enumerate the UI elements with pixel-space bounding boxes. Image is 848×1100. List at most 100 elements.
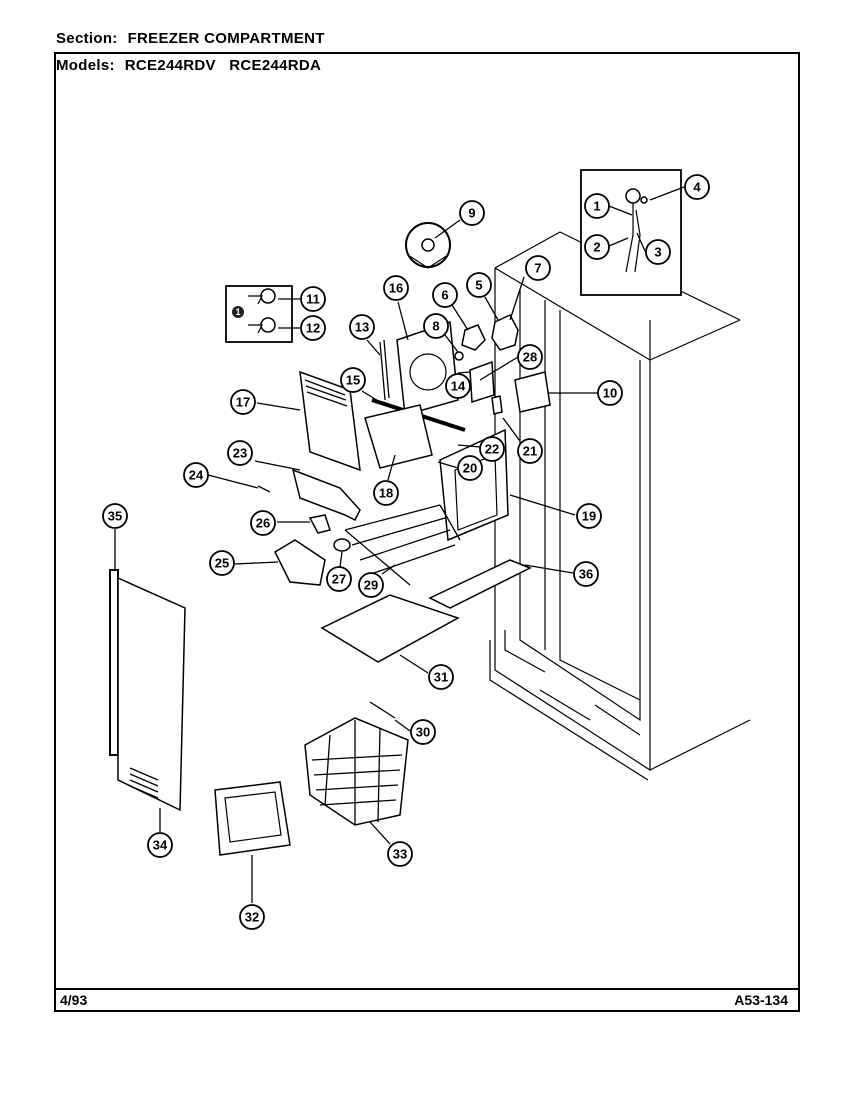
callout-23: 23 <box>227 440 253 466</box>
svg-text:10: 10 <box>603 386 617 401</box>
footer-divider <box>54 988 800 990</box>
svg-text:29: 29 <box>364 578 378 593</box>
svg-text:19: 19 <box>582 509 596 524</box>
callout-18: 18 <box>373 480 399 506</box>
part-32-dispenser <box>214 781 291 856</box>
ice-maker-assembly <box>454 314 519 415</box>
callout-7: 7 <box>525 255 551 281</box>
callout-35: 35 <box>102 503 128 529</box>
part-36-ice-tray <box>428 559 532 609</box>
part-17-panel <box>299 370 361 472</box>
diagram-frame <box>54 52 800 1012</box>
thermostat-detail <box>625 188 648 273</box>
svg-text:36: 36 <box>579 567 593 582</box>
callout-15: 15 <box>340 367 366 393</box>
part-31-shelf <box>320 594 460 663</box>
svg-text:27: 27 <box>332 572 346 587</box>
svg-text:18: 18 <box>379 486 393 501</box>
section-value: FREEZER COMPARTMENT <box>127 30 325 47</box>
callout-26: 26 <box>250 510 276 536</box>
svg-text:23: 23 <box>233 446 247 461</box>
svg-text:11: 11 <box>306 292 320 307</box>
leader-lines <box>114 186 685 903</box>
part-25 <box>274 539 326 586</box>
models-header: Models:RCE244RDV RCE244RDA <box>56 57 321 74</box>
callout-12: 12 <box>300 315 326 341</box>
callout-28: 28 <box>517 344 543 370</box>
hinge-pins <box>232 288 276 334</box>
part-10 <box>514 371 551 413</box>
callout-1: 1 <box>584 193 610 219</box>
callout-3: 3 <box>645 239 671 265</box>
callout-31: 31 <box>428 664 454 690</box>
part-34-panel <box>117 576 186 812</box>
svg-text:5: 5 <box>475 278 482 293</box>
models-value: RCE244RDV RCE244RDA <box>124 57 322 74</box>
callout-14: 14 <box>445 373 471 399</box>
svg-text:20: 20 <box>463 461 477 476</box>
part-23-bracket <box>291 468 361 522</box>
callout-6: 6 <box>432 282 458 308</box>
svg-text:12: 12 <box>306 321 320 336</box>
callout-30: 30 <box>410 719 436 745</box>
part-16-panel <box>396 320 459 416</box>
cabinet <box>489 231 751 781</box>
svg-text:2: 2 <box>593 240 600 255</box>
note-marker: 1 <box>235 307 240 317</box>
svg-text:25: 25 <box>215 556 229 571</box>
svg-text:30: 30 <box>416 725 430 740</box>
callout-29: 29 <box>358 572 384 598</box>
callout-36: 36 <box>573 561 599 587</box>
section-header: Section: FREEZER COMPARTMENT <box>56 30 325 47</box>
svg-text:14: 14 <box>451 379 466 394</box>
footer-date: 4/93 <box>60 992 88 1008</box>
callout-13: 13 <box>349 314 375 340</box>
callout-25: 25 <box>209 550 235 576</box>
svg-text:6: 6 <box>441 288 448 303</box>
svg-text:15: 15 <box>346 373 360 388</box>
svg-text:17: 17 <box>236 395 250 410</box>
callout-32: 32 <box>239 904 265 930</box>
callout-5: 5 <box>466 272 492 298</box>
svg-text:22: 22 <box>485 442 499 457</box>
svg-text:32: 32 <box>245 910 259 925</box>
svg-text:35: 35 <box>108 509 122 524</box>
svg-text:21: 21 <box>523 444 537 459</box>
svg-text:1: 1 <box>593 199 600 214</box>
section-label: Section: <box>56 30 118 47</box>
callout-2: 2 <box>584 234 610 260</box>
part-29-rack <box>344 504 461 586</box>
callout-4: 4 <box>684 174 710 200</box>
callout-11: 11 <box>300 286 326 312</box>
svg-text:4: 4 <box>693 180 701 195</box>
svg-text:24: 24 <box>189 468 204 483</box>
callout-34: 34 <box>147 832 173 858</box>
part-35-strip <box>109 569 119 756</box>
svg-text:28: 28 <box>523 350 537 365</box>
svg-text:3: 3 <box>654 245 661 260</box>
callout-27: 27 <box>326 566 352 592</box>
svg-text:34: 34 <box>153 838 168 853</box>
part-33-basket <box>304 717 409 826</box>
callout-20: 20 <box>457 455 483 481</box>
callout-9: 9 <box>459 200 485 226</box>
svg-text:31: 31 <box>434 670 448 685</box>
callouts: 1 2 3 4 5 6 7 8 9 10 11 12 13 14 15 16 1… <box>102 174 710 930</box>
svg-text:13: 13 <box>355 320 369 335</box>
callout-16: 16 <box>383 275 409 301</box>
callout-21: 21 <box>517 438 543 464</box>
svg-text:16: 16 <box>389 281 403 296</box>
callout-24: 24 <box>183 462 209 488</box>
callout-33: 33 <box>387 841 413 867</box>
footer-code: A53-134 <box>734 992 788 1008</box>
part-18-tray <box>364 404 433 469</box>
callout-10: 10 <box>597 380 623 406</box>
svg-text:9: 9 <box>468 206 475 221</box>
svg-text:7: 7 <box>534 261 541 276</box>
svg-text:8: 8 <box>432 319 439 334</box>
svg-text:33: 33 <box>393 847 407 862</box>
callout-22: 22 <box>479 436 505 462</box>
svg-text:26: 26 <box>256 516 270 531</box>
callout-8: 8 <box>423 313 449 339</box>
